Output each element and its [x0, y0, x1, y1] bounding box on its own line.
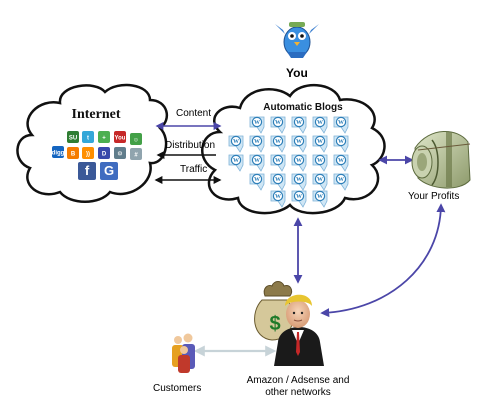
svg-text:D: D [102, 152, 107, 158]
svg-text:W: W [254, 177, 260, 183]
svg-text:W: W [296, 194, 302, 200]
svg-text:SU: SU [69, 136, 77, 142]
wordpress-blog-icon: W [228, 135, 244, 153]
svg-text:+: + [102, 136, 106, 142]
twitter-icon: t [82, 131, 94, 143]
settings-icon: ⚙ [114, 147, 126, 159]
you-label: You [286, 66, 308, 80]
svg-text:W: W [254, 139, 260, 145]
wordpress-blog-icon: W [333, 154, 349, 172]
content-label: Content [176, 108, 212, 119]
svg-text:W: W [317, 194, 323, 200]
wordpress-blog-icon: W [249, 135, 265, 153]
wordpress-blog-icon: W [270, 116, 286, 134]
svg-text:W: W [254, 158, 260, 164]
internet-cloud [16, 83, 169, 203]
svg-text:W: W [338, 177, 344, 183]
wordpress-blog-icon: W [333, 135, 349, 153]
wordpress-blog-icon: W [228, 154, 244, 172]
wordpress-blog-icon: W [270, 154, 286, 172]
svg-text:W: W [275, 194, 281, 200]
distribution-label: Distribution [165, 140, 216, 151]
wordpress-blog-icon: W [312, 154, 328, 172]
svg-text:W: W [233, 139, 239, 145]
blog-icons: W W W W W W W W W W W W W W W W W W W W W W W W W [228, 116, 349, 208]
plus-icon: + [98, 131, 110, 143]
svg-text:W: W [296, 139, 302, 145]
svg-text:W: W [296, 120, 302, 126]
customers-icon [172, 333, 195, 373]
wordpress-blog-icon: W [312, 173, 328, 191]
svg-text:W: W [275, 120, 281, 126]
svg-text:W: W [275, 139, 281, 145]
wordpress-blog-icon: W [312, 116, 328, 134]
you-mascot-icon [275, 22, 319, 58]
wordpress-blog-icon: W [270, 173, 286, 191]
svg-text:$: $ [269, 313, 280, 335]
wordpress-blog-icon: W [270, 135, 286, 153]
svg-text:☺: ☺ [133, 138, 139, 144]
svg-text:W: W [233, 158, 239, 164]
svg-text:You: You [115, 136, 126, 142]
customers-label: Customers [153, 383, 202, 394]
wordpress-blog-icon: W [333, 173, 349, 191]
traffic-label: Traffic [180, 164, 208, 175]
wordpress-blog-icon: W [291, 173, 307, 191]
rss-icon: )) [82, 147, 94, 159]
digg-icon: digg [52, 146, 65, 158]
svg-text:W: W [317, 158, 323, 164]
wordpress-blog-icon: W [291, 116, 307, 134]
wordpress-blog-icon: W [249, 154, 265, 172]
svg-text:W: W [275, 177, 281, 183]
grid-icon: # [130, 148, 142, 160]
wordpress-blog-icon: W [270, 190, 286, 208]
delicious-icon: D [98, 147, 110, 159]
automatic-blogs-title: Automatic Blogs [263, 102, 343, 113]
svg-text:W: W [338, 158, 344, 164]
stumbleupon-icon: SU [67, 131, 79, 143]
profits-amazon-arrow [320, 203, 446, 318]
people-icon: ☺ [130, 133, 142, 145]
svg-text:W: W [254, 120, 260, 126]
svg-text:B: B [71, 152, 76, 158]
businessman-icon [274, 294, 324, 366]
blogger-icon: B [67, 147, 79, 159]
svg-text:W: W [338, 139, 344, 145]
internet-title: Internet [72, 107, 121, 122]
svg-text:t: t [87, 136, 89, 142]
amazon-networks-label: Amazon / Adsense and other networks [246, 375, 350, 398]
svg-text:W: W [317, 139, 323, 145]
svg-text:W: W [317, 177, 323, 183]
svg-text:G: G [104, 163, 114, 178]
svg-text:digg: digg [52, 151, 65, 157]
svg-text:W: W [275, 158, 281, 164]
wordpress-blog-icon: W [249, 173, 265, 191]
youtube-icon: You [114, 131, 126, 143]
svg-text:)): )) [86, 152, 90, 158]
wordpress-blog-icon: W [291, 154, 307, 172]
money-bag-icon: $ [254, 281, 294, 341]
svg-text:W: W [296, 158, 302, 164]
google-icon: G [100, 162, 118, 180]
svg-text:W: W [338, 120, 344, 126]
svg-text:f: f [85, 163, 90, 178]
svg-text:W: W [296, 177, 302, 183]
wordpress-blog-icon: W [291, 135, 307, 153]
svg-text:#: # [134, 153, 138, 159]
wordpress-blog-icon: W [333, 116, 349, 134]
wordpress-blog-icon: W [312, 135, 328, 153]
svg-text:W: W [317, 120, 323, 126]
money-roll-icon [411, 130, 471, 189]
wordpress-blog-icon: W [291, 190, 307, 208]
your-profits-label: Your Profits [408, 191, 460, 202]
facebook-icon: f [78, 162, 96, 180]
wordpress-blog-icon: W [249, 116, 265, 134]
svg-text:⚙: ⚙ [117, 151, 122, 158]
